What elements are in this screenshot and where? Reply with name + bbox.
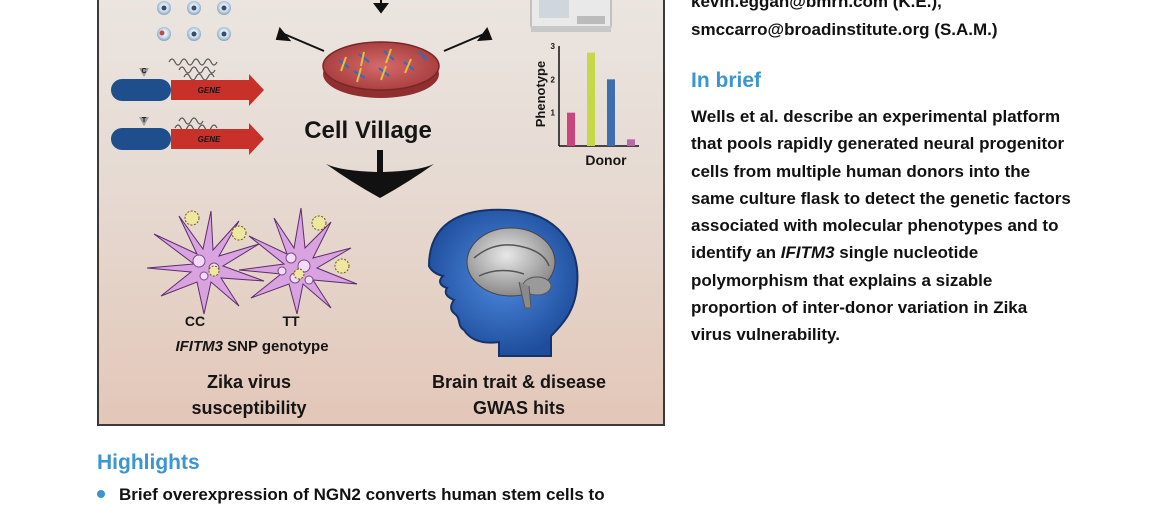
allele-t-label: T <box>142 117 147 124</box>
in-brief-gene: IFITM3 <box>780 243 835 263</box>
brain-line-1: Brain trait & disease <box>432 372 606 392</box>
snp-gene-name: IFITM3 <box>175 338 223 355</box>
gene-construct-t: T GENE <box>111 117 264 155</box>
stem-cell-grid <box>157 1 231 41</box>
chart-bar-2 <box>587 52 595 146</box>
in-brief-title: In brief <box>691 69 762 92</box>
bullet-icon <box>97 489 105 498</box>
rna-squiggles <box>168 58 218 132</box>
gene-label-1: GENE <box>198 86 221 95</box>
genotype-cc: CC <box>185 313 205 329</box>
chart-ytick-1: 1 <box>551 109 556 118</box>
chart-xlabel: Donor <box>585 152 627 168</box>
chart-bar-1 <box>567 112 575 146</box>
gene-label-2: GENE <box>198 135 221 144</box>
graphical-abstract-art: C GENE T GENE <box>111 0 639 418</box>
snp-genotype-suffix: SNP genotype <box>227 338 328 355</box>
in-brief-text-end: single nucleotide polymorphism that expl… <box>691 243 1028 345</box>
phenotype-chart: 1 2 3 Phenotype Donor <box>533 42 639 168</box>
snp-genotype-label: IFITM3 SNP genotype <box>175 338 328 355</box>
gene-construct-c: C GENE <box>111 68 264 106</box>
chart-ytick-3: 3 <box>551 42 556 51</box>
genotype-tt: TT <box>282 313 300 329</box>
contact-email-2[interactable]: smccarro@broadinstitute.org (S.A.M.) <box>691 20 998 39</box>
chart-ylabel: Phenotype <box>533 61 548 127</box>
contact-email-1[interactable]: kevin.eggan@bmrn.com (K.E.), <box>691 0 942 11</box>
neuron-cc <box>146 210 265 315</box>
petri-dish <box>322 41 440 98</box>
zika-line-1: Zika virus <box>207 372 291 392</box>
brain-line-2: GWAS hits <box>473 398 565 418</box>
chart-bar-3 <box>607 79 615 146</box>
in-brief-text: Wells et al. describe an experimental pl… <box>691 103 1071 349</box>
chart-ytick-2: 2 <box>551 75 556 84</box>
zika-virions <box>184 210 350 280</box>
allele-c-label: C <box>141 68 146 75</box>
flow-arrows <box>275 0 493 52</box>
chart-bar-4 <box>627 139 635 146</box>
highlights-title: Highlights <box>97 451 200 474</box>
highlight-text: Brief overexpression of NGN2 converts hu… <box>119 485 605 504</box>
zika-line-2: susceptibility <box>191 398 306 418</box>
sequencer-machine <box>530 0 612 32</box>
cell-village-label: Cell Village <box>304 117 432 144</box>
head-brain-illustration <box>427 208 579 357</box>
down-arrow <box>326 150 434 198</box>
graphical-abstract: C GENE T GENE <box>97 0 665 426</box>
highlight-item: Brief overexpression of NGN2 converts hu… <box>97 485 697 505</box>
in-brief-text-start: Wells et al. describe an experimental pl… <box>691 107 1071 263</box>
